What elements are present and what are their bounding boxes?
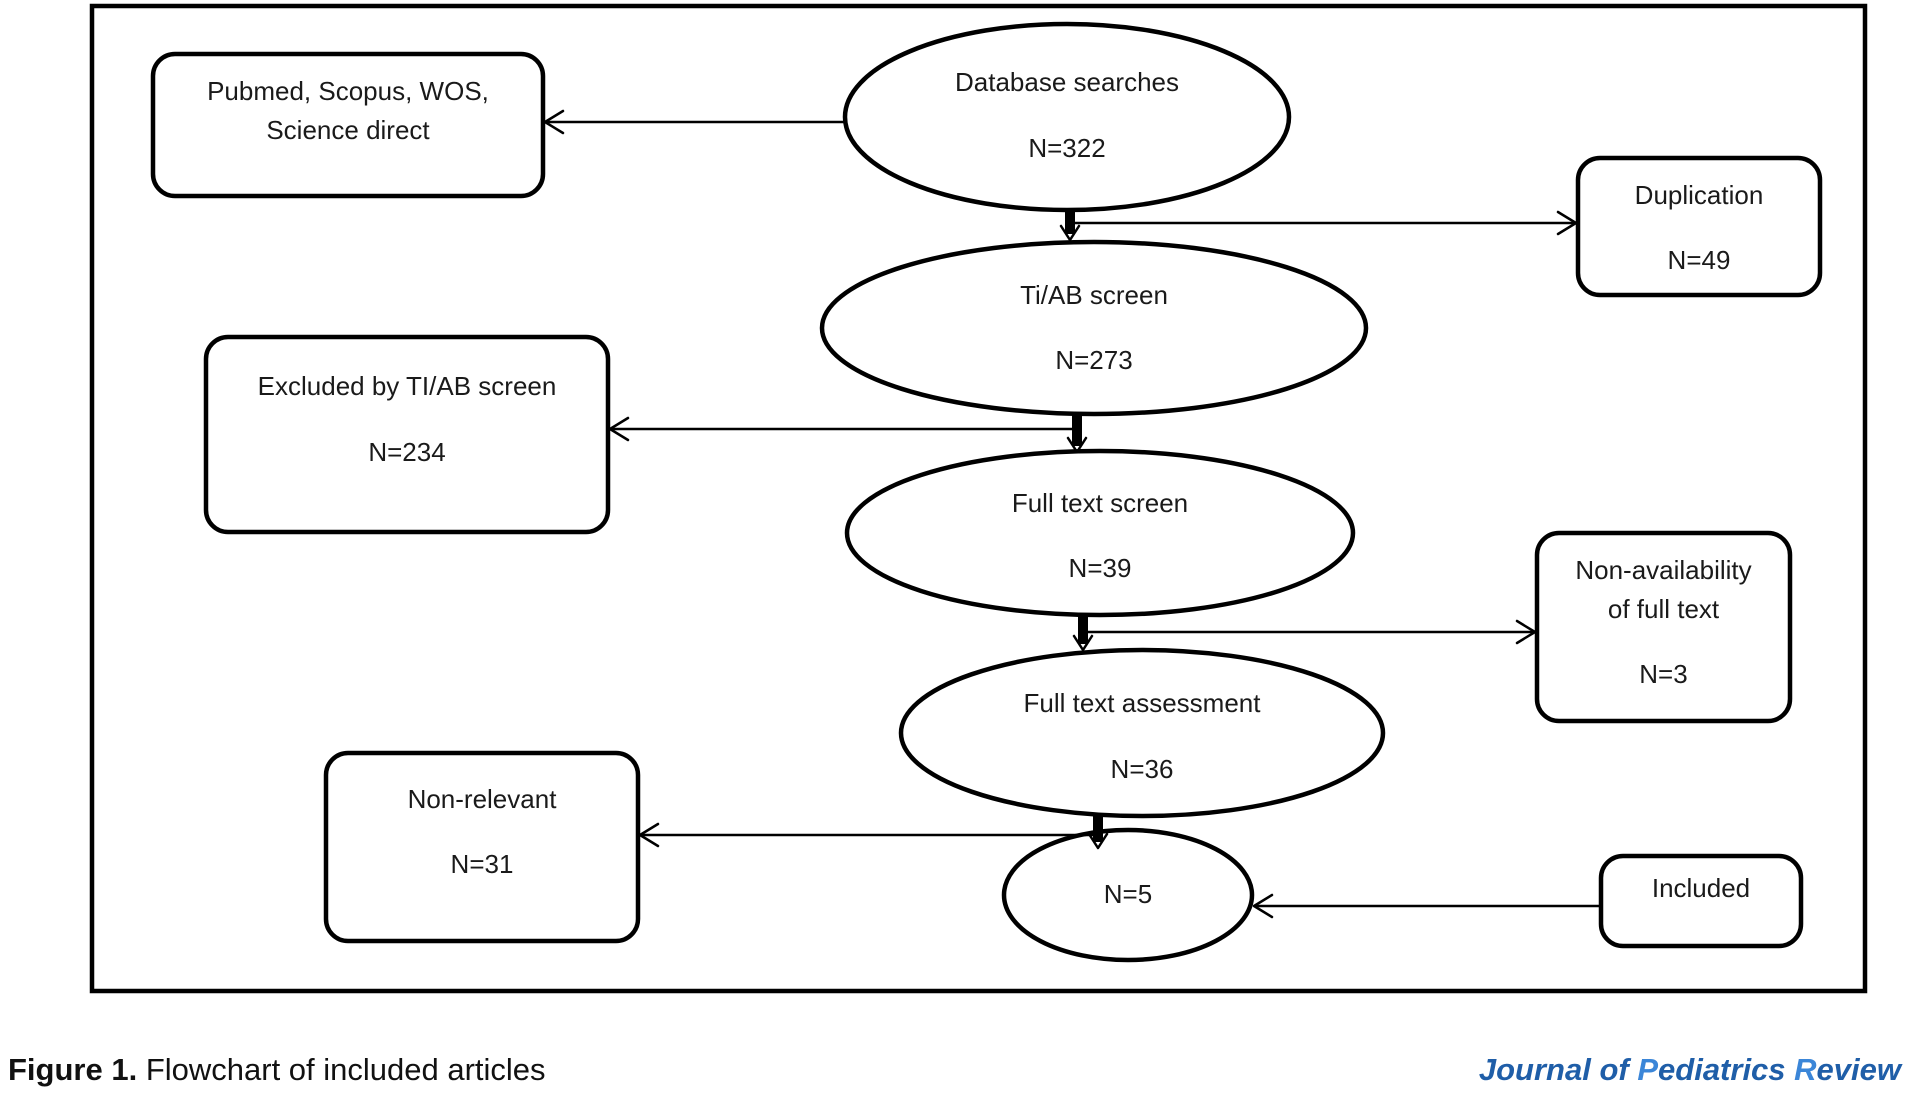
journal-word-1-initial: J — [1478, 1052, 1497, 1087]
arrow-assessment-to-nonrelevant — [638, 822, 1096, 848]
arrow-database-to-sources — [543, 109, 846, 135]
arrow-database-to-sources-head — [543, 109, 565, 135]
arrow-tiab-to-fulltext — [1066, 414, 1088, 454]
node-excluded-box — [203, 334, 611, 535]
node-included: Included — [1598, 853, 1804, 949]
node-included-box — [1598, 853, 1804, 949]
node-duplication-label-1: Duplication — [1635, 180, 1764, 210]
arrow-fulltext-to-nonavail-head — [1515, 619, 1537, 645]
journal-name: Journal of Pediatrics Review — [1479, 1054, 1901, 1085]
node-final: N=5 — [1001, 827, 1255, 963]
node-assessment-label-1: Full text assessment — [1024, 688, 1262, 718]
arrow-database-to-duplication — [1067, 210, 1578, 236]
node-fulltext-label-1: Full text screen — [1012, 488, 1188, 518]
node-duplication-box — [1575, 155, 1823, 298]
node-final-ellipse — [1001, 827, 1255, 963]
journal-word-4-initial: R — [1794, 1052, 1817, 1087]
arrow-included-to-final-head — [1252, 893, 1274, 919]
arrow-fulltext-to-assessment-head — [1072, 634, 1094, 652]
arrow-assessment-to-final-head — [1087, 832, 1109, 850]
arrow-tiab-to-fulltext-head — [1066, 436, 1088, 454]
figure-label: Figure 1. — [8, 1052, 138, 1087]
node-tiab-label-1: Ti/AB screen — [1020, 280, 1168, 310]
node-nonrelevant-label-1: Non-relevant — [408, 784, 558, 814]
node-database-label-1: Database searches — [955, 67, 1179, 97]
node-fulltext-label-2: N=39 — [1069, 553, 1132, 583]
node-tiab-ellipse — [819, 239, 1369, 417]
node-sources-label-1: Pubmed, Scopus, WOS, — [207, 76, 489, 106]
figure-caption: Figure 1. Flowchart of included articles — [8, 1054, 546, 1085]
node-included-label-1: Included — [1652, 873, 1750, 903]
arrow-tiab-to-excluded-head — [608, 416, 630, 442]
node-nonavail-label-1: Non-availability — [1575, 555, 1751, 585]
arrow-tiab-to-excluded — [608, 416, 1076, 442]
node-excluded-label-2: N=234 — [368, 437, 445, 467]
node-tiab-label-2: N=273 — [1055, 345, 1132, 375]
node-database-ellipse — [842, 21, 1292, 213]
node-assessment-ellipse — [898, 647, 1386, 819]
node-sources-label-2: Science direct — [266, 115, 430, 145]
node-fulltext-ellipse — [844, 448, 1356, 618]
node-final-label-1: N=5 — [1104, 879, 1152, 909]
node-duplication-label-2: N=49 — [1668, 245, 1731, 275]
arrow-database-to-duplication-head — [1556, 210, 1578, 236]
journal-word-3-rest: ediatrics — [1658, 1052, 1795, 1087]
node-nonavail-label-2: of full text — [1608, 594, 1720, 624]
arrow-database-to-tiab — [1059, 210, 1081, 242]
journal-word-1-rest: ournal — [1496, 1052, 1600, 1087]
figure-caption-text: Flowchart of included articles — [137, 1052, 546, 1087]
journal-word-3-initial: P — [1637, 1052, 1659, 1087]
node-sources-box — [150, 51, 546, 199]
arrow-fulltext-to-nonavail — [1082, 619, 1537, 645]
node-database-label-2: N=322 — [1028, 133, 1105, 163]
arrow-assessment-to-nonrelevant-head — [638, 822, 660, 848]
node-nonavail-box — [1534, 530, 1793, 724]
node-nonavail-label-3: N=3 — [1639, 659, 1687, 689]
arrow-fulltext-to-assessment — [1072, 615, 1094, 652]
arrow-database-to-tiab-head — [1059, 224, 1081, 242]
node-excluded-label-1: Excluded by TI/AB screen — [258, 371, 557, 401]
arrow-included-to-final — [1252, 893, 1600, 919]
node-assessment-label-2: N=36 — [1111, 754, 1174, 784]
node-nonrelevant-box — [323, 750, 641, 944]
arrow-assessment-to-final — [1087, 816, 1109, 850]
journal-word-4-rest: eview — [1816, 1052, 1901, 1087]
journal-word-2: of — [1599, 1052, 1638, 1087]
diagram-frame — [89, 3, 1868, 994]
node-nonrelevant-label-2: N=31 — [451, 849, 514, 879]
node-sources: Pubmed, Scopus, WOS, Science direct — [150, 51, 546, 199]
